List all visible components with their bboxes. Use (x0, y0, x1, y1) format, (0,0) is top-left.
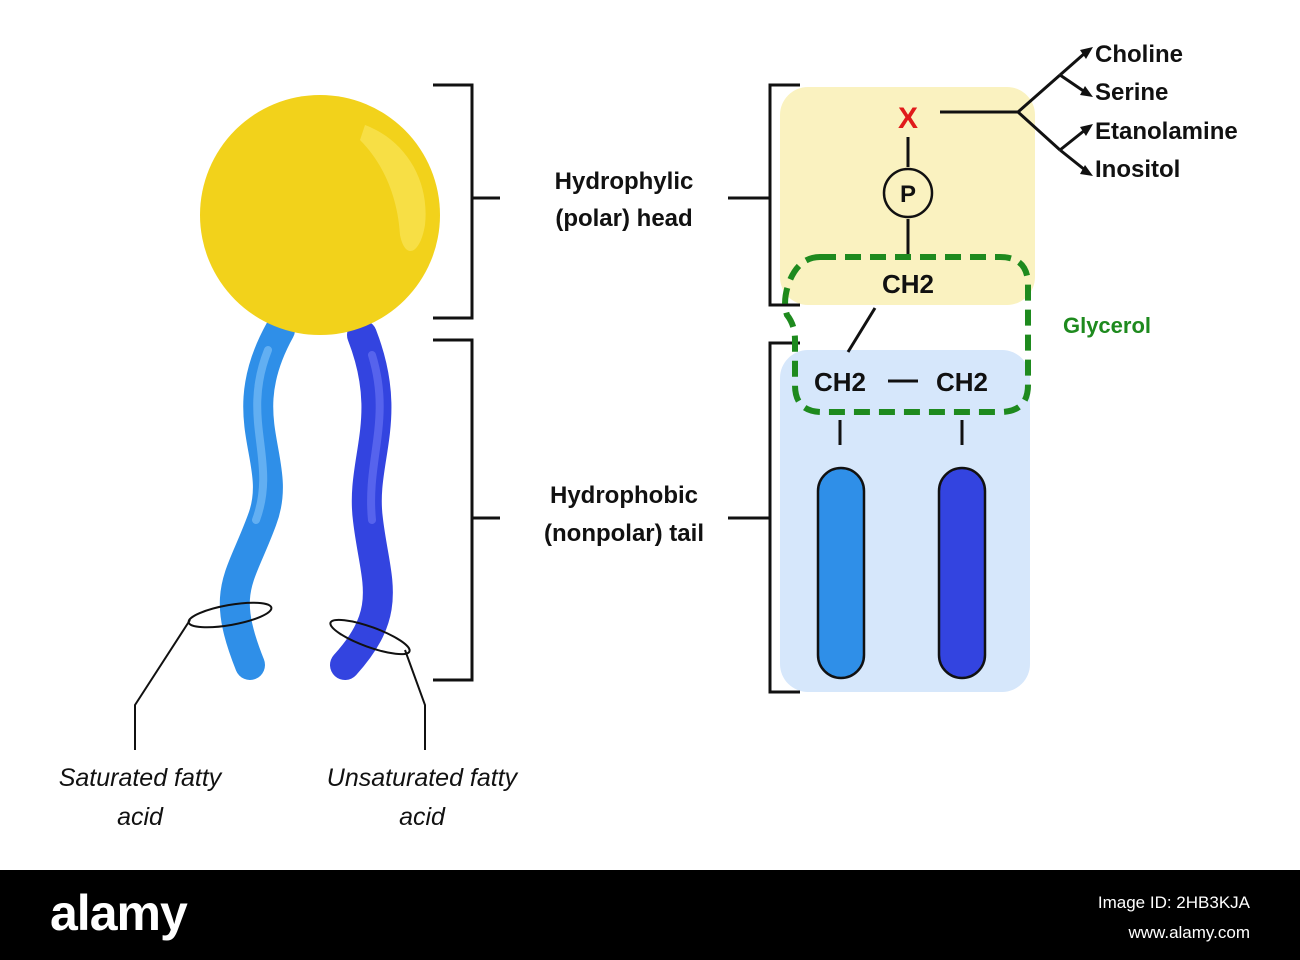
unsaturated-ring (329, 618, 411, 656)
x-option-inositol: Inositol (1095, 156, 1180, 183)
x-option-arrowheads (1080, 47, 1093, 176)
ch2-left: CH2 (814, 367, 866, 397)
hydrophilic-label-line2: (polar) head (555, 205, 692, 232)
phospholipid-molecule (134, 95, 440, 750)
alamy-logo: alamy (50, 885, 188, 941)
x-option-etanolamine: Etanolamine (1095, 118, 1238, 145)
tail-structure-bracket (768, 341, 800, 694)
saturated-pointer-line (134, 619, 191, 750)
hydrophobic-label-line2: (nonpolar) tail (544, 520, 704, 547)
head-region-box (780, 87, 1035, 305)
ch2-diagonal-bond (846, 307, 877, 353)
unsaturated-tail-highlight (367, 351, 384, 524)
ch2-top: CH2 (882, 269, 934, 299)
unsaturated-label-line2: acid (399, 803, 446, 831)
alamy-url: www.alamy.com (1128, 923, 1250, 942)
saturated-chain (816, 466, 866, 680)
head-bracket (433, 83, 474, 320)
image-id: Image ID: 2HB3KJA (1097, 893, 1250, 912)
x-group: X (898, 102, 918, 135)
glycerol-outline (782, 254, 1031, 415)
saturated-tail-highlight (252, 346, 272, 524)
unsaturated-chain (937, 466, 987, 680)
hydrophobic-label-line1: Hydrophobic (550, 482, 698, 509)
phosphate-label: P (900, 181, 916, 208)
right-brackets (768, 83, 800, 694)
tail-bracket (433, 338, 474, 682)
hydrophilic-label-line1: Hydrophylic (555, 168, 694, 195)
watermark-footer: alamy Image ID: 2HB3KJA www.alamy.com (0, 870, 1300, 960)
image-id-block: Image ID: 2HB3KJA www.alamy.com (1098, 888, 1250, 948)
diagram-canvas: Saturated fatty acid Unsaturated fatty a… (59, 41, 1238, 831)
x-option-serine: Serine (1095, 79, 1168, 106)
phosphate-circle (882, 167, 934, 219)
saturated-label-line2: acid (117, 803, 164, 831)
x-options-fork (940, 51, 1086, 172)
saturated-label-line1: Saturated fatty (59, 764, 223, 792)
x-option-choline: Choline (1095, 41, 1183, 68)
middle-brackets (433, 83, 770, 682)
polar-head-highlight (360, 125, 426, 252)
unsaturated-label-line1: Unsaturated fatty (327, 764, 519, 792)
unsaturated-pointer-line (404, 649, 426, 750)
head-structure-bracket (768, 83, 800, 307)
glycerol-label: Glycerol (1063, 313, 1151, 338)
ch2-right: CH2 (936, 367, 988, 397)
